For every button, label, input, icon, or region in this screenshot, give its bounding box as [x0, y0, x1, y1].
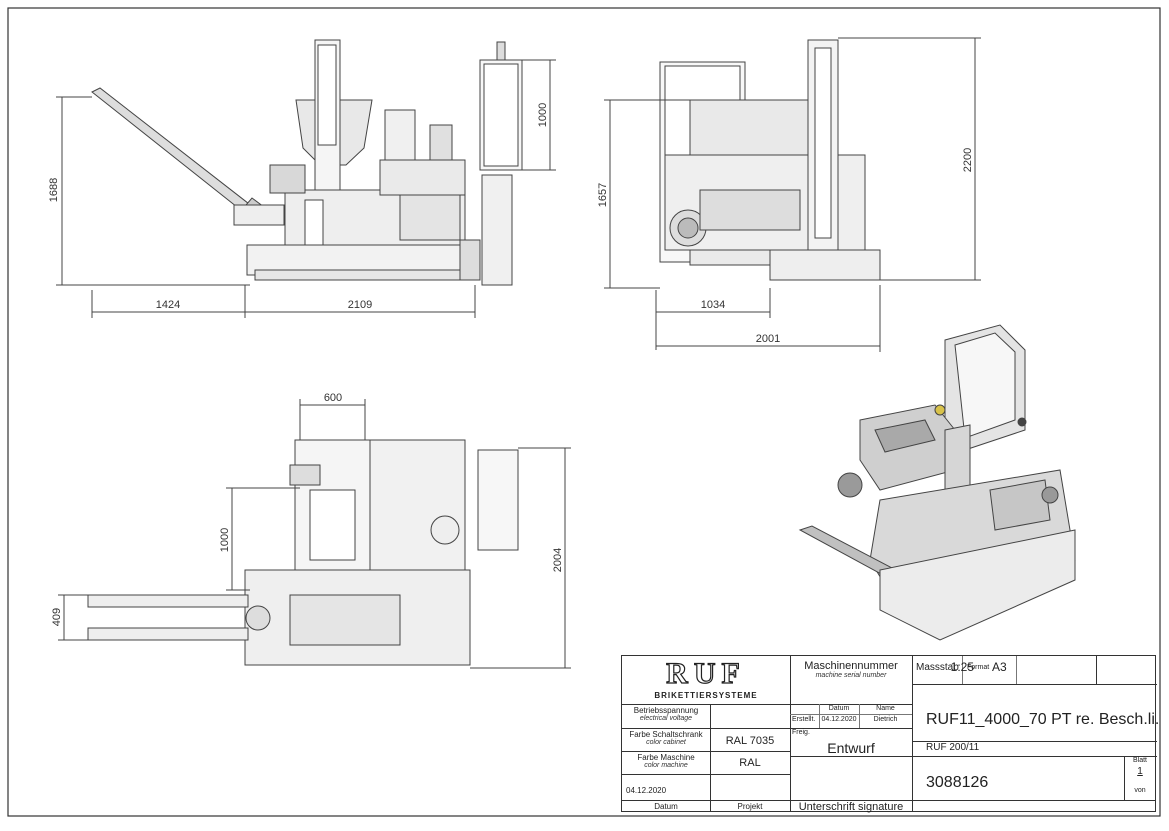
serial-label: Maschinennummer [804, 660, 898, 672]
machine-color-label: Farbe Maschine [637, 753, 695, 762]
dim-top-2004: 2004 [552, 548, 564, 572]
dim-side-machine: 2109 [348, 299, 372, 311]
created-date: 04.12.2020 [821, 716, 857, 723]
machine-color-value: RAL [739, 757, 761, 769]
released-label: Freig. [792, 729, 810, 736]
name-header: Name [876, 705, 895, 712]
voltage-label-en: electrical voltage [639, 715, 693, 722]
status-value: Entwurf [827, 740, 875, 756]
scale-value: 1:25 [950, 660, 974, 674]
sheet-number: 1 [1137, 766, 1143, 777]
dim-side-height: 1688 [48, 178, 60, 202]
voltage-label: Betriebsspannung [633, 706, 699, 715]
dim-front-width-part: 1034 [701, 299, 725, 311]
dim-side-cabinet: 1000 [537, 103, 549, 127]
bottom-project-label: Projekt [737, 802, 763, 811]
signature-label: Unterschrift signature [798, 801, 904, 813]
dim-top-600: 600 [324, 392, 342, 404]
dim-side-chute: 1424 [156, 299, 180, 311]
sheet-label: Blatt [1132, 757, 1147, 764]
drawing-title: RUF11_4000_70 PT re. Besch.li. [926, 711, 1160, 728]
cabinet-color-value: RAL 7035 [725, 735, 775, 747]
format-label: Format [967, 664, 990, 671]
title-block: RUF BRIKETTIERSYSTEME Betriebsspannung e… [621, 655, 1160, 813]
drawing-number: 3088126 [926, 774, 989, 791]
logo-text: RUF [666, 657, 746, 690]
created-name: Dietrich [873, 716, 898, 723]
date-header: Datum [828, 705, 850, 712]
logo-subtext: BRIKETTIERSYSTEME [654, 691, 758, 700]
of-label: von [1134, 787, 1146, 794]
dim-top-1000: 1000 [219, 528, 231, 552]
cabinet-color-label-en: color cabinet [646, 739, 686, 746]
sheet-frame [7, 7, 1161, 817]
machine-color-label-en: color machine [644, 762, 688, 769]
dim-front-height: 1657 [597, 183, 609, 207]
bottom-date-label: Datum [654, 802, 678, 811]
cabinet-color-label: Farbe Schaltschrank [629, 730, 703, 739]
created-label: Erstellt. [792, 716, 816, 723]
dim-top-409: 409 [51, 608, 63, 626]
iso-view [798, 324, 1076, 641]
date-value: 04.12.2020 [626, 786, 667, 795]
ruf-logo: RUF BRIKETTIERSYSTEME [622, 657, 790, 700]
drawing-subtitle: RUF 200/11 [926, 742, 980, 753]
front-view [604, 37, 981, 352]
dim-front-total-height: 2200 [962, 148, 974, 172]
format-value: A3 [992, 660, 1007, 674]
dim-front-width-total: 2001 [756, 333, 780, 345]
top-view [58, 399, 571, 669]
side-view [56, 39, 556, 318]
scale-label: Massstab [916, 662, 959, 673]
serial-label-en: machine serial number [815, 672, 887, 679]
